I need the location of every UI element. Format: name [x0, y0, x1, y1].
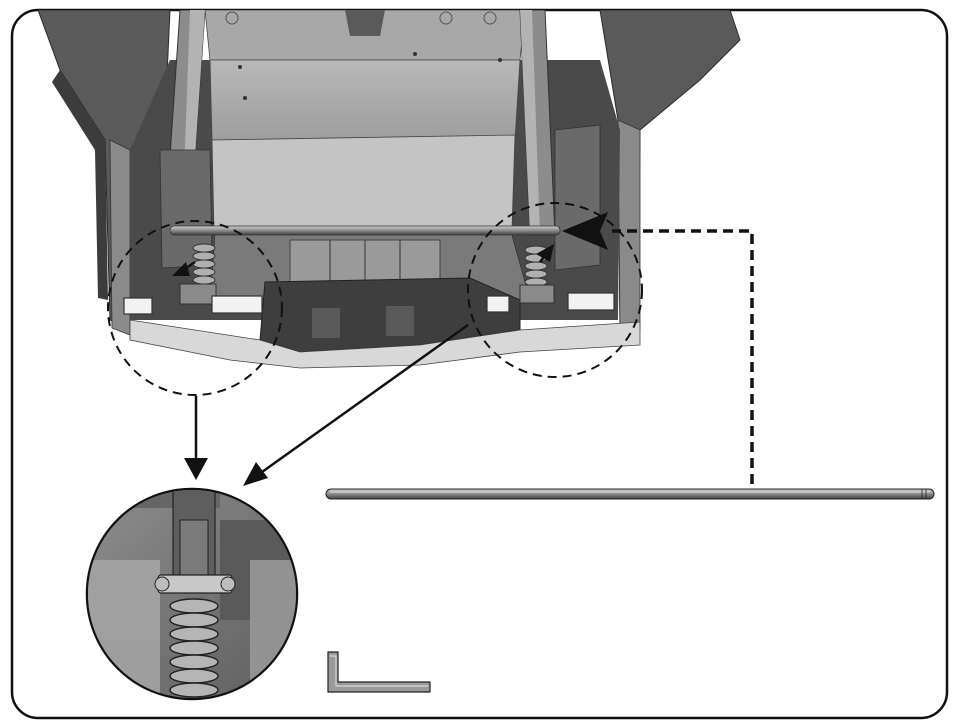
rod-insertion-arrowhead: [562, 212, 608, 250]
rod-insertion-path: [612, 229, 754, 484]
callout-circle-left: [107, 220, 283, 396]
long-rod-icon: [325, 488, 935, 500]
frame-assembly: [37, 10, 741, 369]
detail-inset: [85, 487, 299, 701]
lower-panel: [211, 134, 516, 233]
crossbar-rod: [169, 225, 561, 236]
arrow-to-inset-right: [261, 323, 469, 474]
allen-key-icon: [327, 651, 431, 693]
spring-hinge-left: [179, 243, 217, 305]
upper-panel: [209, 59, 521, 141]
magnified-spring-icon: [169, 598, 219, 698]
spring-hinge-right: [519, 245, 555, 304]
callout-circle-right: [467, 202, 643, 378]
